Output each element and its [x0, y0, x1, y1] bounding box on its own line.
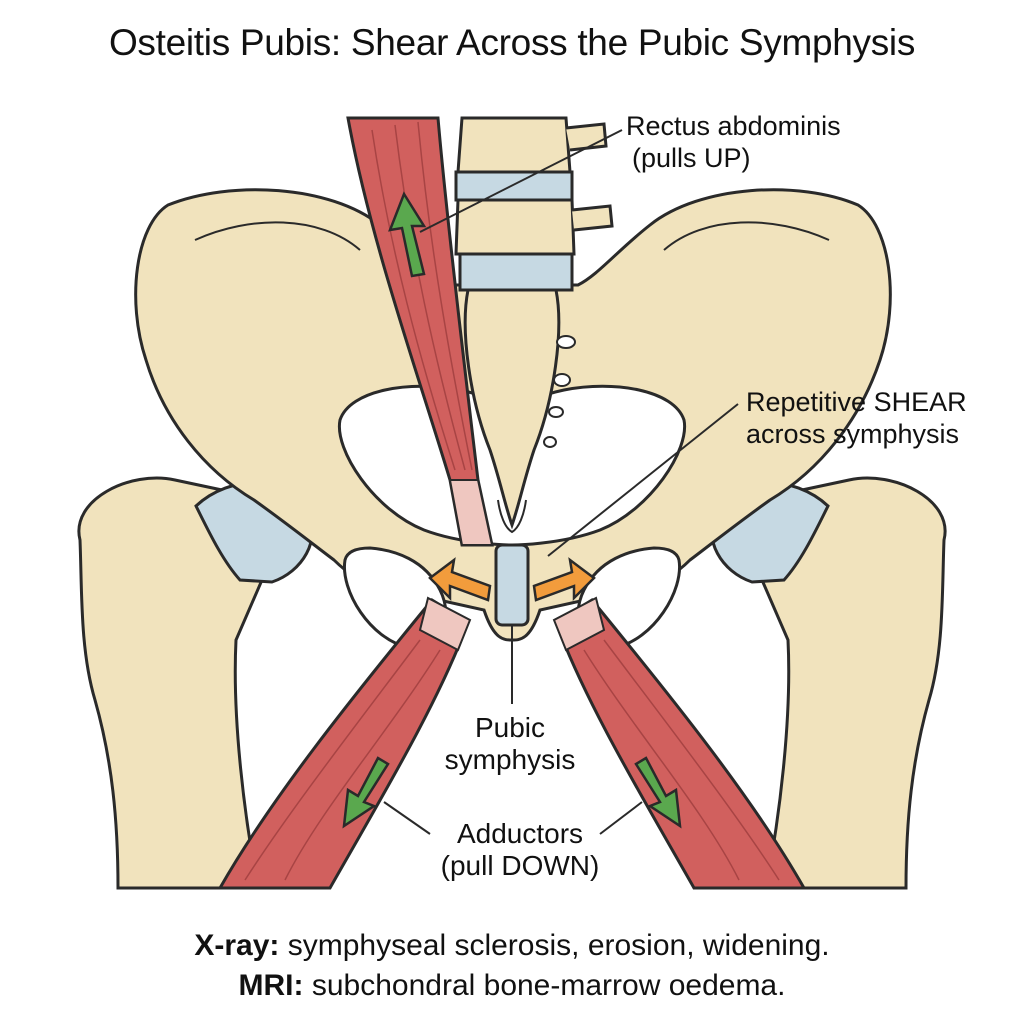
shear-label: Repetitive SHEAR across symphysis	[746, 386, 967, 450]
left-shear-arrow	[428, 557, 492, 602]
pubic-symphysis-disc	[494, 543, 530, 627]
right-adductor-pull-down-arrow	[634, 756, 682, 829]
mri-finding: MRI: subchondral bone-marrow oedema.	[0, 966, 1024, 1006]
left-iliac-line	[194, 221, 361, 251]
left-adductor-pull-down-arrow	[342, 756, 390, 829]
adductors-label-line1: Adductors	[456, 818, 584, 849]
adductor-leader-left	[383, 801, 431, 835]
rectus-label-line1: Rectus abdominis	[626, 111, 841, 141]
right-femur	[759, 476, 947, 890]
mri-text: subchondral bone-marrow oedema.	[303, 969, 786, 1002]
right-adductor-tendon	[552, 596, 606, 652]
right-adductor-fibers	[583, 639, 780, 881]
left-adductor-tendon	[418, 596, 472, 652]
rectus-abdominis-label: Rectus abdominis (pulls UP)	[626, 110, 841, 174]
sacral-foramen-4	[543, 436, 557, 448]
rectus-fibers	[371, 121, 473, 471]
shear-leader-line	[547, 403, 739, 557]
imaging-findings: X-ray: symphyseal sclerosis, erosion, wi…	[0, 926, 1024, 1006]
sacral-foramen-3	[548, 406, 564, 418]
intervertebral-disc-2	[458, 252, 574, 292]
shear-label-line2: across symphysis	[746, 419, 960, 449]
transverse-process	[565, 122, 608, 152]
pubic-symphysis-label: Pubic symphysis	[420, 712, 600, 776]
rectus-pull-up-arrow	[388, 191, 427, 278]
symphysis-label-line2: symphysis	[444, 744, 576, 775]
transverse-process-2	[571, 204, 614, 232]
right-adductor-muscle	[554, 598, 807, 890]
rectus-label-line2: (pulls UP)	[632, 143, 751, 173]
diagram-title: Osteitis Pubis: Shear Across the Pubic S…	[108, 22, 916, 63]
xray-finding: X-ray: symphyseal sclerosis, erosion, wi…	[0, 926, 1024, 966]
rectus-tendon	[448, 479, 494, 546]
right-shear-arrow	[532, 557, 596, 602]
adductor-leader-right	[599, 801, 643, 835]
sacral-foramen-2	[553, 373, 571, 387]
right-iliac-line	[663, 221, 830, 251]
vertebra-middle	[454, 198, 576, 256]
symphysis-label-line1: Pubic	[474, 712, 546, 743]
adductors-label: Adductors (pull DOWN)	[410, 818, 630, 882]
left-adductor-muscle	[217, 598, 470, 890]
adductors-label-line2: (pull DOWN)	[440, 850, 600, 881]
sacrum	[463, 288, 561, 530]
sacral-foramen-1	[556, 335, 576, 349]
left-femur	[77, 476, 265, 890]
left-adductor-fibers	[244, 639, 441, 881]
xray-text: symphyseal sclerosis, erosion, widening.	[279, 929, 830, 962]
coccyx	[497, 499, 527, 534]
shear-label-line1: Repetitive SHEAR	[746, 387, 967, 417]
rectus-leader-line	[419, 129, 623, 233]
mri-key: MRI:	[238, 969, 304, 1002]
intervertebral-disc-1	[454, 170, 574, 202]
xray-key: X-ray:	[194, 929, 280, 962]
